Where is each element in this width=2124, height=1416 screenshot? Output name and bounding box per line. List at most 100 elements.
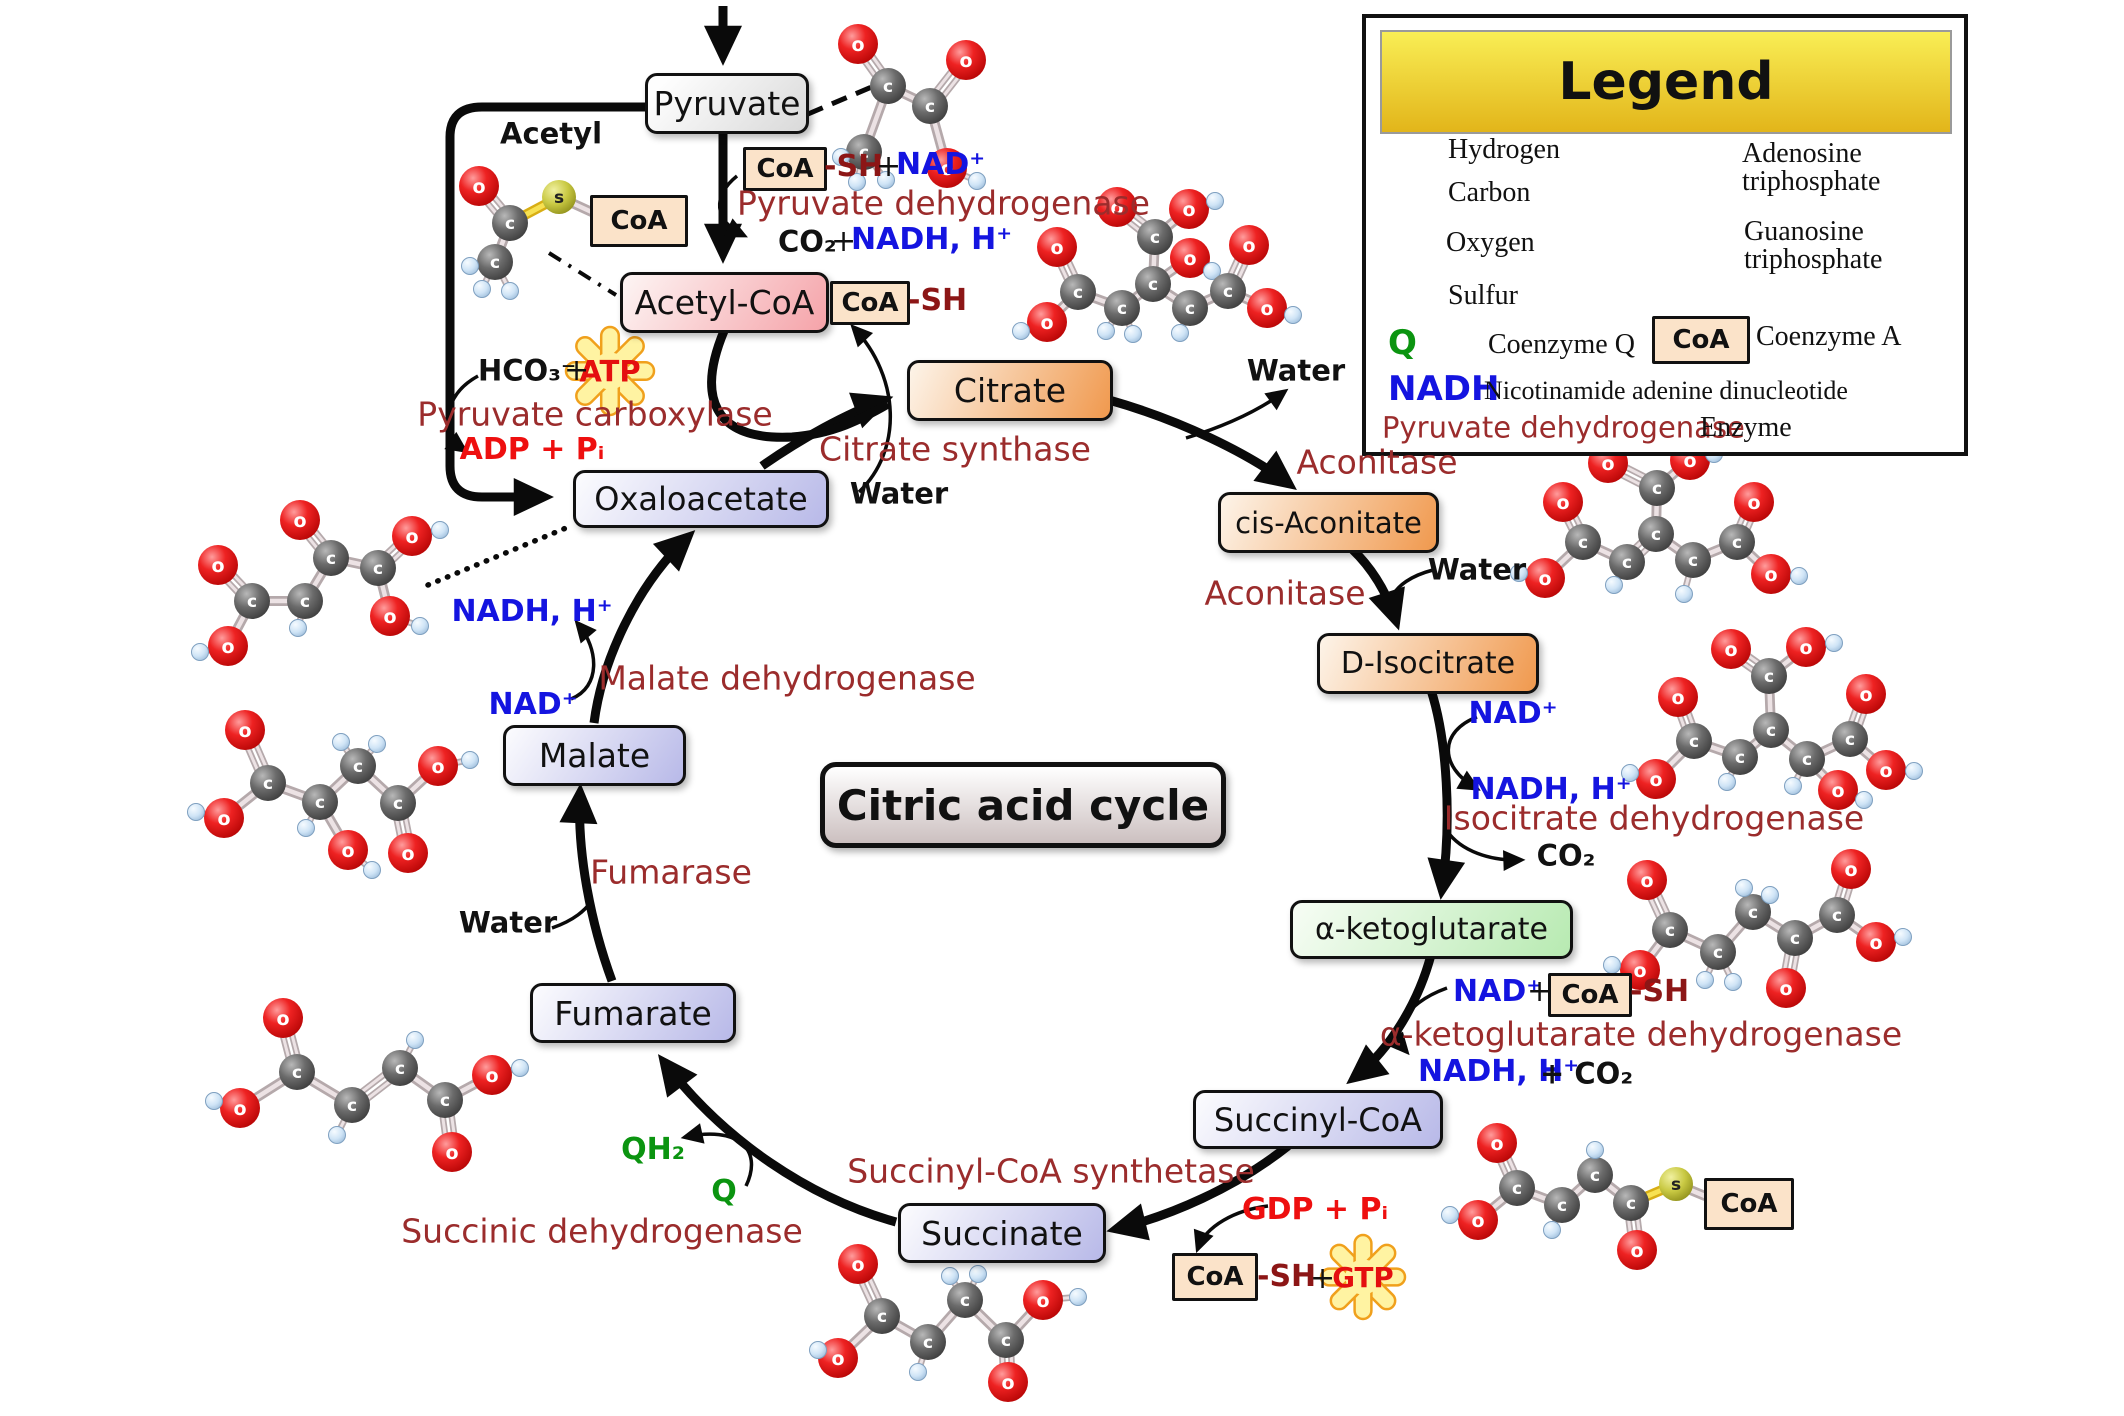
svg-text:o: o (1879, 760, 1892, 782)
enzyme-aconitase: Aconitase (1204, 573, 1366, 613)
svg-text:o: o (959, 50, 972, 72)
svg-text:c: c (326, 549, 336, 569)
atom-h-icon (1206, 192, 1224, 210)
svg-text:c: c (263, 774, 273, 794)
atom-o-icon (1229, 225, 1269, 265)
svg-text:c: c (883, 77, 893, 97)
diagram-title: Citric acid cycle (820, 762, 1226, 848)
node-fumarate: Fumarate (530, 983, 736, 1043)
cycle-arrows (425, 6, 1526, 1254)
atom-c-icon (864, 1298, 900, 1334)
svg-text:o: o (1040, 312, 1053, 334)
node-label: Succinate (921, 1213, 1083, 1253)
atom-c-icon (1577, 1157, 1613, 1193)
atom-c-icon (382, 1050, 418, 1086)
svg-text:c: c (877, 1307, 887, 1327)
atom-c-icon (1060, 274, 1096, 310)
atom-o-icon (1027, 302, 1067, 342)
svg-text:c: c (1688, 551, 1698, 571)
coa-label: CoA (1672, 325, 1730, 355)
svg-text:c: c (1652, 479, 1662, 499)
atom-h-icon (1441, 1206, 1459, 1224)
svg-text:o: o (221, 636, 234, 658)
label-water: Water (849, 476, 949, 511)
atom-o-icon (1627, 860, 1667, 900)
svg-text:o: o (1831, 780, 1844, 802)
node-label: α-ketoglutarate (1315, 912, 1548, 947)
label-plus-co2: + CO₂ (1540, 1056, 1634, 1091)
enzyme-fumarase: Fumarase (590, 852, 752, 892)
flow-arrow (445, 102, 646, 517)
atom-h-icon (909, 1363, 927, 1381)
atom-c-icon (1104, 290, 1140, 326)
atom-o-icon (1831, 849, 1871, 889)
cofactor-arrow (1185, 388, 1289, 440)
atom-c-icon (1700, 934, 1736, 970)
svg-text:o: o (1001, 1372, 1014, 1394)
svg-text:o: o (341, 840, 354, 862)
atom-c-icon (1777, 920, 1813, 956)
svg-text:o: o (1556, 492, 1569, 514)
svg-text:o: o (405, 526, 418, 548)
svg-text:o: o (211, 555, 224, 577)
flow-arrow (559, 783, 617, 983)
flow-arrow (1106, 1142, 1291, 1241)
node-citrate: Citrate (907, 360, 1113, 421)
svg-text:o: o (1182, 199, 1195, 221)
label-plus: + (1527, 974, 1553, 1009)
svg-text:o: o (431, 756, 444, 778)
svg-text:c: c (1117, 299, 1127, 319)
atom-h-icon (406, 1031, 424, 1049)
atom-h-icon (1621, 764, 1639, 782)
label-water: Water (458, 905, 558, 940)
atom-o-icon (1023, 1280, 1063, 1320)
cofactor-arrow (1445, 829, 1526, 872)
atom-c-icon (1751, 658, 1787, 694)
coa-box: CoA (1548, 973, 1632, 1017)
atom-h-icon (368, 735, 386, 753)
legend-q-symbol: Q (1388, 323, 1417, 363)
atom-c-icon (1210, 273, 1246, 309)
svg-text:c: c (1148, 275, 1158, 295)
node-label: Succinyl-CoA (1213, 1100, 1423, 1139)
atom-o-icon (1170, 238, 1210, 278)
atom-o-icon (1037, 227, 1077, 267)
atom-c-icon (947, 1282, 983, 1318)
svg-text:o: o (851, 34, 864, 56)
svg-text:o: o (445, 1142, 458, 1164)
label-co2: CO₂ (778, 224, 837, 259)
coa-label: CoA (841, 288, 899, 318)
label-qh2: QH₂ (621, 1132, 685, 1167)
connector-line (547, 251, 618, 297)
svg-text:c: c (315, 793, 325, 813)
coa-label: CoA (756, 154, 814, 184)
label-nad-plus: NAD⁺ (1453, 974, 1543, 1009)
coa-box: CoA (1652, 316, 1750, 364)
node-label: D-Isocitrate (1340, 646, 1516, 681)
node-succinate: Succinate (898, 1203, 1106, 1263)
enzyme-akg-dehydrogenase: α-ketoglutarate dehydrogenase (1379, 1014, 1903, 1054)
svg-text:c: c (1651, 525, 1661, 545)
label-plus: + (1310, 1261, 1336, 1296)
svg-text:o: o (1869, 932, 1882, 954)
cofactor-arrow (1446, 715, 1481, 791)
label-water: Water (1246, 353, 1346, 388)
label-nad-plus: NAD⁺ (488, 687, 578, 722)
atom-c-icon (1735, 894, 1771, 930)
svg-text:c: c (505, 214, 515, 234)
svg-text:c: c (1732, 533, 1742, 553)
svg-text:c: c (1001, 1331, 1011, 1351)
enzyme-aconitase: Aconitase (1296, 442, 1458, 482)
atom-o-icon (370, 596, 410, 636)
legend-gtp-label-2: triphosphate (1744, 244, 1883, 275)
svg-text:o: o (1110, 197, 1123, 219)
atom-c-icon (1137, 219, 1173, 255)
flow-arrow (589, 530, 696, 724)
svg-text:c: c (1845, 730, 1855, 750)
